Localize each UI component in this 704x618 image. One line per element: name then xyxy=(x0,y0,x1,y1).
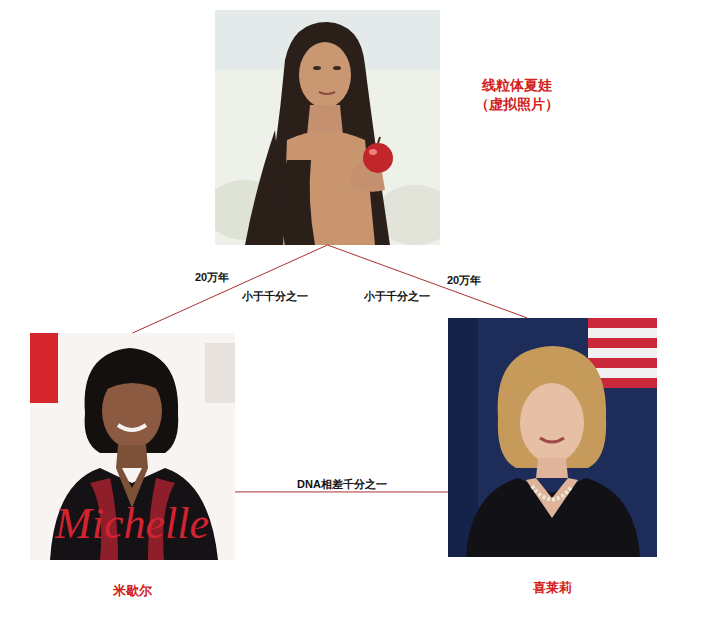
illustration-part xyxy=(118,425,146,430)
edge-label-wrap: 20万年 xyxy=(188,267,236,285)
illustration-part xyxy=(378,137,380,143)
node-heading: 米歇尔 xyxy=(30,582,235,600)
illustration-part xyxy=(116,445,148,468)
edge-label: 20万年 xyxy=(193,271,231,283)
illustration-part xyxy=(588,338,657,348)
edge-note-wrap: 小于千分之一 xyxy=(352,290,442,302)
node-heading-wrap: 喜莱莉 xyxy=(448,579,657,597)
illustration-part xyxy=(526,478,578,518)
node-heading-wrap: 线粒体夏娃 （虚拟照片） xyxy=(470,76,564,114)
illustration-part xyxy=(30,333,235,560)
illustration-part xyxy=(466,478,640,557)
node-heading: 喜莱莉 xyxy=(448,579,657,597)
illustration-part xyxy=(518,367,588,397)
illustration-part xyxy=(313,66,321,70)
edge-note: 小于千分之一 xyxy=(230,290,320,302)
cover-title-wrap: Michelle xyxy=(34,500,230,548)
connector xyxy=(328,245,528,318)
illustration-part xyxy=(333,66,341,70)
edge-label: DNA相差千分之一 xyxy=(295,478,389,490)
illustration-part xyxy=(540,438,564,442)
connector-line xyxy=(235,491,448,492)
portrait-photo xyxy=(448,318,657,557)
connector-line xyxy=(133,245,328,333)
connector xyxy=(133,245,328,333)
connector-line xyxy=(328,245,528,318)
illustration-part xyxy=(536,458,568,478)
illustration-part xyxy=(498,346,607,468)
illustration-part xyxy=(448,318,657,557)
node-heading: 线粒体夏娃 （虚拟照片） xyxy=(470,76,564,114)
illustration-part xyxy=(363,143,393,173)
illustration-part xyxy=(85,348,179,453)
node-heading-wrap: 米歇尔 xyxy=(30,582,235,600)
illustration-part xyxy=(30,333,58,403)
illustration-part xyxy=(588,318,657,328)
illustration-part xyxy=(319,92,335,94)
illustration-part xyxy=(532,486,572,500)
illustration-part xyxy=(520,383,584,463)
illustration-part xyxy=(369,149,377,155)
cover-title: Michelle xyxy=(34,500,230,548)
illustration-part xyxy=(598,378,657,388)
illustration-part xyxy=(588,358,657,368)
illustration-part xyxy=(307,105,343,135)
illustration-part xyxy=(299,42,351,108)
edge-label: 20万年 xyxy=(445,274,483,286)
image-node: 喜莱莉 xyxy=(448,318,657,557)
illustration-part xyxy=(100,368,165,393)
image-node: 线粒体夏娃 （虚拟照片） xyxy=(215,10,440,245)
connector xyxy=(235,491,448,492)
illustration-part xyxy=(245,130,285,245)
illustration-part xyxy=(588,328,657,338)
illustration-part xyxy=(205,343,235,403)
illustration-part xyxy=(588,348,657,358)
edge-label-wrap: DNA相差千分之一 xyxy=(292,474,392,492)
edge-note: 小于千分之一 xyxy=(352,290,442,302)
eve-illustration xyxy=(215,10,440,245)
edge-note-wrap: 小于千分之一 xyxy=(230,290,320,302)
illustration-part xyxy=(280,160,315,245)
edge-label-wrap: 20万年 xyxy=(440,270,488,288)
